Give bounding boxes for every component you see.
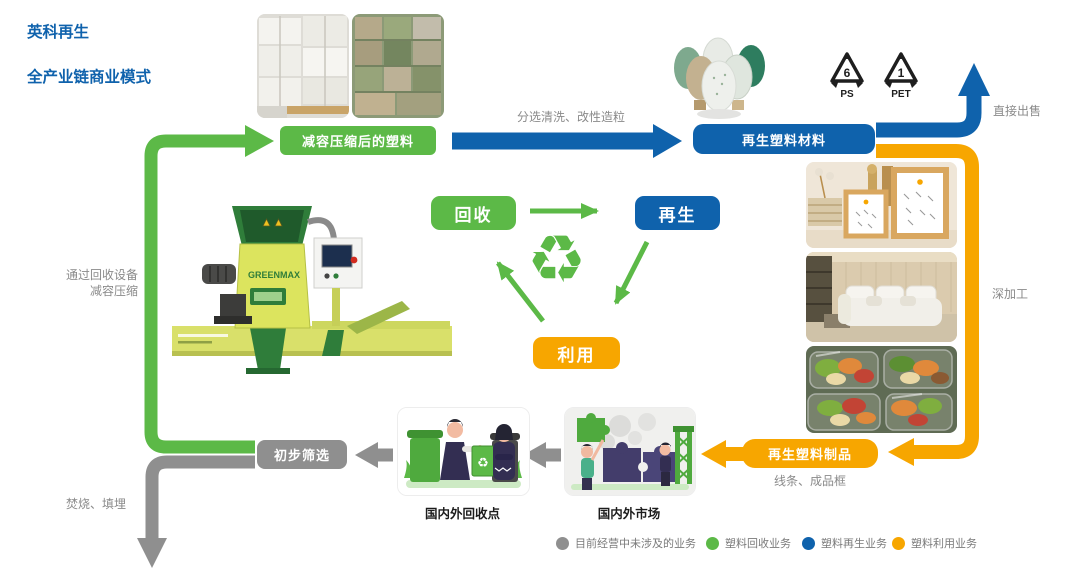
legend-label-regeneration: 塑料再生业务 xyxy=(821,538,887,550)
resin-label-pet: PET xyxy=(891,89,910,100)
mixed-bales-photo xyxy=(352,14,444,118)
machine-brand-label: GREENMAX xyxy=(248,270,300,280)
legend-label-not-involved: 目前经营中未涉及的业务 xyxy=(575,538,696,550)
legend-item-regeneration: 塑料再生业务 xyxy=(802,535,887,551)
resin-label-ps: PS xyxy=(840,89,854,100)
legend-dot-orange xyxy=(892,536,905,550)
cycle-recycle: 回收 xyxy=(431,196,516,230)
svg-text:♻: ♻ xyxy=(477,455,489,470)
disposal-note: 焚烧、填埋 xyxy=(66,497,127,511)
legend-label-recycling: 塑料回收业务 xyxy=(725,538,791,550)
recycled-pellets-photo xyxy=(668,20,770,120)
cycle-utilize: 利用 xyxy=(533,337,620,369)
resin-code-pet-icon: 1 PET xyxy=(884,52,918,100)
node-compressed-plastic: 减容压缩后的塑料 xyxy=(280,126,436,155)
resin-number-pet: 1 xyxy=(898,66,905,80)
white-bales-photo xyxy=(257,14,349,118)
resin-number-ps: 6 xyxy=(844,66,851,80)
legend-dot-green xyxy=(706,536,719,550)
cycle-regenerate: 再生 xyxy=(635,196,720,230)
resin-code-ps-icon: 6 PS xyxy=(830,52,864,100)
page-title-line1: 英科再生 xyxy=(27,24,90,41)
caption-collection-points: 国内外回收点 xyxy=(424,507,500,521)
sorting-note: 分选清洗、改性造粒 xyxy=(516,110,625,124)
page-title: 英科再生 全产业链商业模式 xyxy=(27,22,151,89)
legend-item-utilization: 塑料利用业务 xyxy=(892,535,977,551)
products-note: 线条、成品框 xyxy=(773,474,846,488)
page-title-line2: 全产业链商业模式 xyxy=(27,68,152,86)
legend-item-not-involved: 目前经营中未涉及的业务 xyxy=(556,535,696,551)
equipment-note-line1: 通过回收设备 xyxy=(65,268,138,282)
legend-label-utilization: 塑料利用业务 xyxy=(911,538,977,550)
node-recycled-products: 再生塑料制品 xyxy=(742,439,878,468)
direct-sale-note: 直接出售 xyxy=(993,104,1042,118)
equipment-note-line2: 减容压缩 xyxy=(89,283,138,298)
recycling-emblem-icon: ♻ xyxy=(527,222,587,296)
collection-points-illustration: ♻ xyxy=(397,407,530,496)
deep-processing-note: 深加工 xyxy=(992,287,1029,301)
home-interior-photo xyxy=(806,252,957,342)
equipment-note: 通过回收设备 减容压缩 xyxy=(30,268,138,299)
food-containers-photo xyxy=(806,346,957,433)
compactor-machine-image: GREENMAX xyxy=(172,206,452,374)
photo-frames-photo xyxy=(806,162,957,248)
node-recycled-material: 再生塑料材料 xyxy=(693,124,875,154)
node-initial-screening: 初步筛选 xyxy=(257,440,347,469)
legend-dot-blue xyxy=(802,536,815,550)
markets-illustration xyxy=(564,407,696,496)
legend-dot-gray xyxy=(556,536,569,550)
legend-item-recycling: 塑料回收业务 xyxy=(706,535,791,551)
caption-markets: 国内外市场 xyxy=(597,507,661,521)
